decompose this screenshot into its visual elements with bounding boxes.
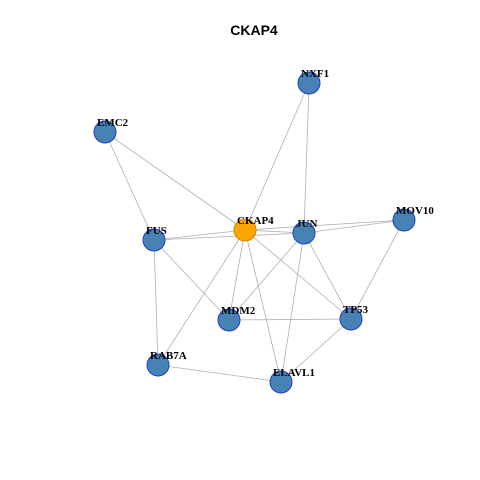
node-mdm2: MDM2 <box>217 305 256 332</box>
node-ckap4: CKAP4 <box>233 215 274 242</box>
node-label-ckap4: CKAP4 <box>237 215 274 227</box>
node-mov10: MOV10 <box>392 205 434 232</box>
edge-ckap4-mdm2 <box>228 229 246 321</box>
edge-ckap4-tp53 <box>244 229 352 320</box>
node-tp53: TP53 <box>339 304 369 331</box>
edge-emc2-fus <box>104 131 155 241</box>
edge-ckap4-fus <box>153 229 246 241</box>
node-elavl1: ELAVL1 <box>269 367 315 394</box>
edge-ckap4-rab7a <box>157 229 246 366</box>
node-label-rab7a: RAB7A <box>150 350 187 362</box>
node-label-elavl1: ELAVL1 <box>273 367 315 379</box>
node-rab7a: RAB7A <box>146 350 187 377</box>
node-circle-tp53 <box>339 307 363 331</box>
node-circle-ckap4 <box>233 218 257 242</box>
edge-ckap4-emc2 <box>104 131 246 231</box>
node-label-emc2: EMC2 <box>97 117 129 129</box>
node-circle-emc2 <box>93 120 117 144</box>
node-label-fus: FUS <box>146 225 167 237</box>
edge-mdm2-tp53 <box>228 318 352 321</box>
edge-jun-mov10 <box>303 219 405 234</box>
edge-jun-elavl1 <box>280 232 305 383</box>
node-label-mdm2: MDM2 <box>221 305 256 317</box>
node-circle-mov10 <box>392 208 416 232</box>
edge-jun-mdm2 <box>228 232 305 321</box>
node-circle-rab7a <box>146 353 170 377</box>
node-circle-mdm2 <box>217 308 241 332</box>
edge-ckap4-elavl1 <box>244 229 282 383</box>
edge-mov10-tp53 <box>350 219 405 320</box>
edge-rab7a-elavl1 <box>157 364 282 383</box>
edge-nxf1-jun <box>303 82 310 234</box>
edge-tp53-elavl1 <box>280 318 352 383</box>
edge-jun-tp53 <box>303 232 352 320</box>
node-emc2: EMC2 <box>93 117 129 144</box>
node-label-nxf1: NXF1 <box>301 68 329 80</box>
edge-fus-rab7a <box>153 239 159 366</box>
edge-ckap4-mov10 <box>244 219 405 231</box>
node-label-mov10: MOV10 <box>396 205 434 217</box>
node-circle-elavl1 <box>269 370 293 394</box>
node-label-tp53: TP53 <box>343 304 369 316</box>
node-circle-jun <box>292 221 316 245</box>
node-label-jun: JUN <box>296 218 317 230</box>
edges-layer <box>104 82 405 383</box>
edge-ckap4-nxf1 <box>244 82 310 231</box>
node-circle-fus <box>142 228 166 252</box>
node-jun: JUN <box>292 218 317 245</box>
graph-title: CKAP4 <box>230 22 278 38</box>
node-circle-nxf1 <box>297 71 321 95</box>
edge-fus-jun <box>153 232 305 241</box>
node-fus: FUS <box>142 225 167 252</box>
node-nxf1: NXF1 <box>297 68 329 95</box>
edge-fus-mdm2 <box>153 239 230 321</box>
